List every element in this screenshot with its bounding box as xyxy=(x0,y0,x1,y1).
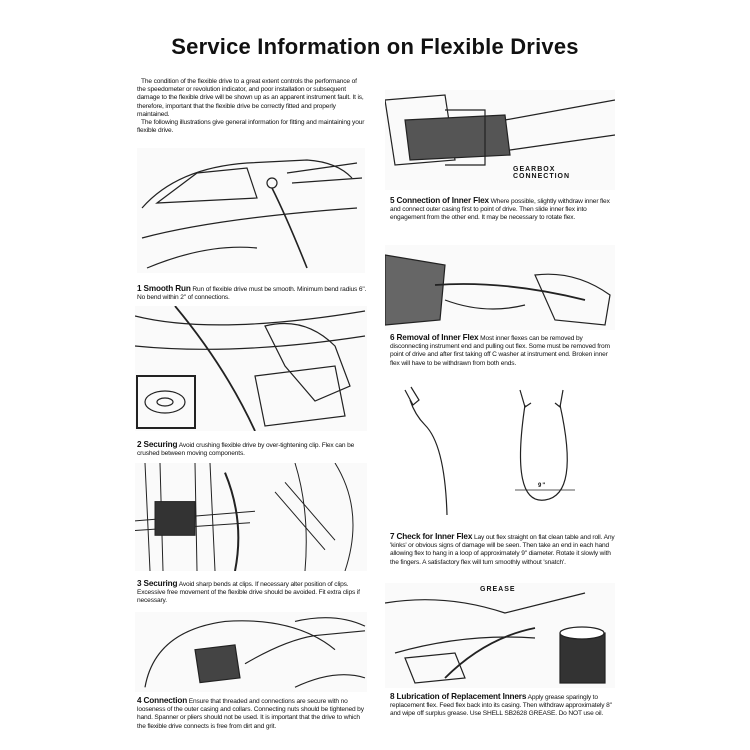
caption-6-body: Most inner flexes can be removed by disc… xyxy=(390,335,610,367)
illustration-lubrication: GREASE xyxy=(385,583,615,688)
caption-2: 2 Securing Avoid crushing flexible drive… xyxy=(137,440,367,458)
illustration-securing-clip xyxy=(135,306,367,431)
caption-2-body: Avoid crushing flexible drive by over-ti… xyxy=(137,442,355,458)
caption-1: 1 Smooth Run Run of flexible drive must … xyxy=(137,284,367,302)
caption-1-heading: 1 Smooth Run xyxy=(137,284,191,293)
illustration-connection xyxy=(135,612,367,692)
caption-8: 8 Lubrication of Replacement Inners Appl… xyxy=(390,692,618,719)
caption-4: 4 Connection Ensure that threaded and co… xyxy=(137,696,369,731)
caption-5-body: Where possible, slightly withdraw inner … xyxy=(390,198,610,222)
caption-5-heading: 5 Connection of Inner Flex xyxy=(390,196,489,205)
caption-3-body: Avoid sharp bends at clips. If necessary… xyxy=(137,581,360,605)
illustration-check-inner-flex: 9" xyxy=(385,385,615,520)
caption-7: 7 Check for Inner Flex Lay out flex stra… xyxy=(390,532,618,567)
gearbox-connection-label: GEARBOX CONNECTION xyxy=(513,166,571,180)
intro-paragraph-1: The condition of the flexible drive to a… xyxy=(137,78,364,118)
caption-2-heading: 2 Securing xyxy=(137,440,178,449)
illustration-removal-inner-flex xyxy=(385,245,615,330)
caption-5: 5 Connection of Inner Flex Where possibl… xyxy=(390,196,618,223)
caption-4-body: Ensure that threaded and connections are… xyxy=(137,698,364,730)
grease-label: GREASE xyxy=(480,586,516,593)
caption-6-heading: 6 Removal of Inner Flex xyxy=(390,333,479,342)
page-title: Service Information on Flexible Drives xyxy=(171,34,579,59)
caption-4-heading: 4 Connection xyxy=(137,696,188,705)
caption-1-body: Run of flexible drive must be smooth. Mi… xyxy=(137,286,367,302)
caption-3-heading: 3 Securing xyxy=(137,579,178,588)
illustration-securing-bends xyxy=(135,463,367,571)
caption-7-heading: 7 Check for Inner Flex xyxy=(390,532,473,541)
intro-text: The condition of the flexible drive to a… xyxy=(137,78,367,135)
caption-6: 6 Removal of Inner Flex Most inner flexe… xyxy=(390,333,618,368)
caption-3: 3 Securing Avoid sharp bends at clips. I… xyxy=(137,579,369,606)
illustration-gearbox-connection: GEARBOX CONNECTION xyxy=(385,90,615,190)
caption-8-heading: 8 Lubrication of Replacement Inners xyxy=(390,692,527,701)
caption-8-body: Apply grease sparingly to replacement fl… xyxy=(390,694,612,718)
illustration-car-smooth-run xyxy=(137,148,365,273)
caption-7-body: Lay out flex straight on flat clean tabl… xyxy=(390,534,615,566)
intro-paragraph-2: The following illustrations give general… xyxy=(137,119,365,135)
loop-diameter-label: 9" xyxy=(538,483,547,489)
